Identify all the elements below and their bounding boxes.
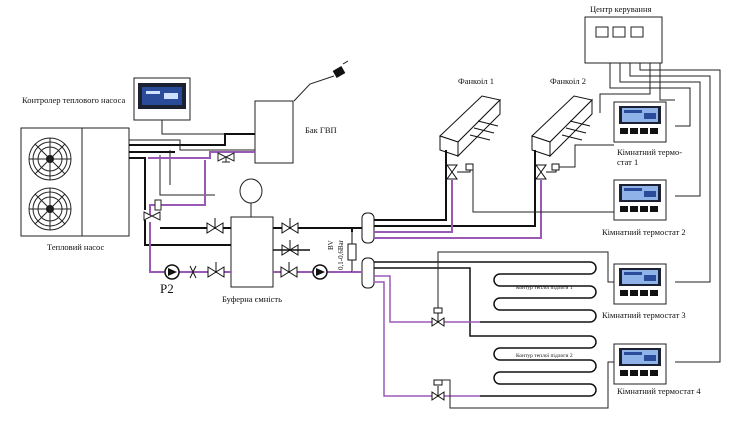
expansion-tank — [239, 178, 263, 217]
fan-icon — [28, 137, 72, 181]
bypass-valve — [347, 232, 357, 272]
manifold-supply — [361, 212, 375, 244]
heat-pump-unit — [20, 127, 130, 237]
hp-controller — [133, 77, 191, 121]
thermostat-4-label: Кімнатний термостат 4 — [617, 386, 701, 396]
room-thermostat-1 — [613, 101, 667, 143]
manifold-return — [361, 257, 375, 289]
thermostat-1-label: Кімнатний термо- — [617, 147, 682, 157]
pump-p2-label: P2 — [160, 281, 174, 296]
room-thermostat-2 — [613, 179, 667, 221]
control-wires — [599, 63, 721, 363]
room-thermostat-3 — [613, 263, 667, 305]
valve-icon — [207, 262, 225, 278]
floor-pipes — [374, 261, 480, 397]
thermostat-3-label: Кімнатний термостат 3 — [602, 310, 686, 320]
fancoil-2-unit — [531, 95, 593, 158]
bypass-valve-label: BV — [327, 240, 335, 250]
valve-icon — [535, 163, 560, 180]
buffer-tank — [230, 216, 274, 288]
fancoil-1-unit — [439, 95, 501, 158]
pump-p2-icon — [164, 264, 180, 280]
fancoil-2-label: Фанкоіл 2 — [550, 76, 586, 86]
zone-valve-icon — [431, 379, 445, 401]
dhw-tank-label: Бак ГВП — [305, 125, 337, 135]
zone-valve-icon — [431, 307, 445, 327]
thermostat-1-label-cont: стат 1 — [617, 157, 638, 167]
fan-icon — [28, 187, 72, 231]
control-center-label: Центр керування — [590, 4, 652, 14]
pipes-hp-thin — [129, 139, 255, 196]
valve-icon — [281, 240, 299, 256]
floor-circuit-1 — [480, 261, 597, 323]
floor-circuit-1-label: Контур теплої підлоги 1 — [516, 285, 573, 291]
valve-icon — [280, 262, 298, 278]
control-center — [584, 16, 663, 64]
floor-circuit-2-label: Контур теплої підлоги 2 — [516, 353, 573, 359]
buffer-tank-label: Буферна ємність — [222, 294, 282, 304]
floor-circuit-2 — [480, 335, 597, 397]
thermostat-2-label: Кімнатний термостат 2 — [602, 227, 686, 237]
valve-icon — [281, 218, 299, 234]
dhw-tank — [254, 100, 294, 164]
three-way-valve-icon — [217, 152, 235, 163]
fancoil-1-label: Фанкоіл 1 — [458, 76, 494, 86]
fancoil-pipes — [374, 150, 542, 239]
heat-pump-label: Тепловий насос — [47, 242, 104, 252]
power-plug-icon — [293, 60, 349, 102]
hp-controller-label: Контролер теплового насоса — [22, 95, 125, 105]
valve-icon — [206, 218, 224, 234]
valve-icon — [446, 163, 474, 180]
three-way-valve-icon — [143, 199, 162, 221]
room-thermostat-4 — [613, 343, 667, 385]
bypass-valve-pressure: 0,1-0,6Bar — [337, 239, 345, 270]
pipes-hp-dhw — [129, 133, 255, 210]
pump-icon — [312, 264, 328, 280]
check-valve-icon — [189, 265, 197, 279]
